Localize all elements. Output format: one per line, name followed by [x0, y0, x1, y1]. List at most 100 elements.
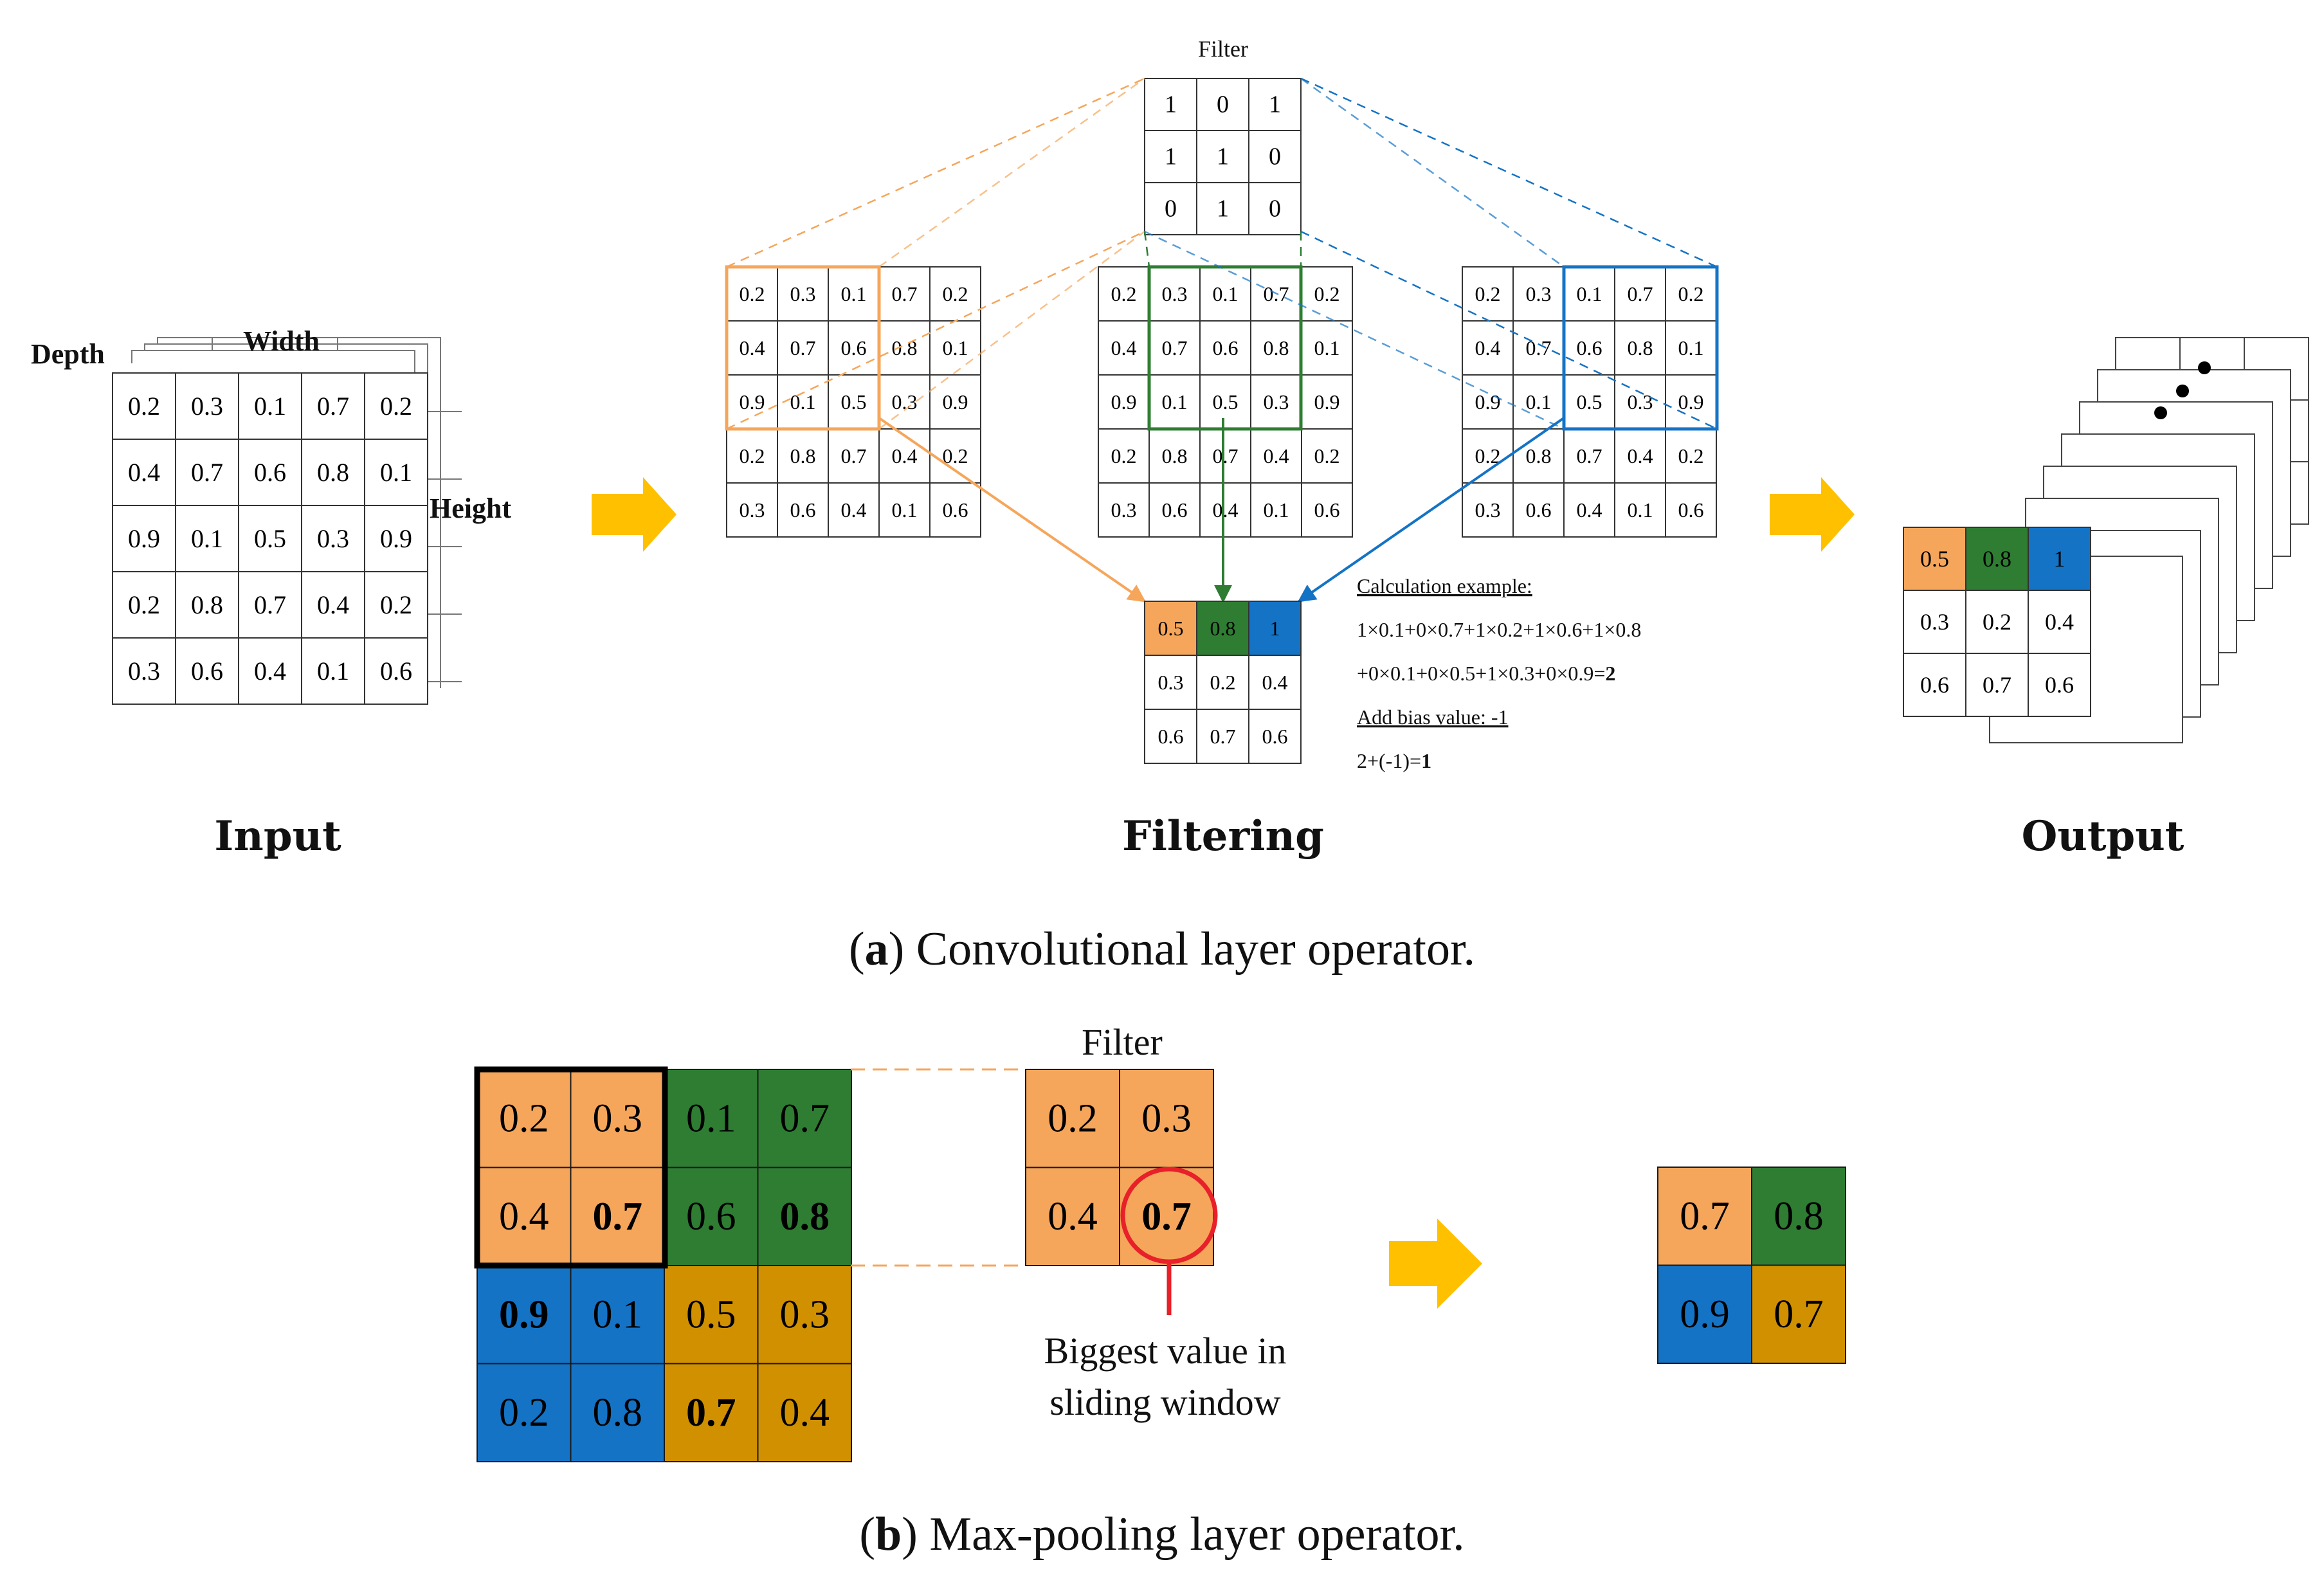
right-arrow-icon	[1389, 1219, 1482, 1309]
matrix-value: 0.7	[1577, 444, 1602, 468]
matrix-cell	[878, 482, 931, 538]
matrix-value: 0.9	[1314, 390, 1340, 413]
matrix-cell	[1025, 1167, 1120, 1266]
matrix-cell	[777, 320, 829, 376]
matrix-cell	[364, 372, 428, 440]
matrix-value: 0.7	[790, 336, 816, 359]
matrix-value: 0.8	[1628, 336, 1653, 359]
matrix-value: 0.6	[1314, 498, 1340, 522]
matrix-cell	[1965, 527, 2029, 591]
matrix-value: 0.9	[128, 524, 160, 553]
matrix-value: 0.1	[1628, 498, 1653, 522]
matrix-value: 0.2	[128, 392, 160, 421]
matrix-value: 0.2	[1210, 671, 1236, 694]
matrix-cell	[1248, 182, 1302, 235]
matrix-value: 0.2	[1111, 282, 1137, 305]
matrix-value: 0.1	[593, 1293, 643, 1336]
matrix-cell	[175, 637, 239, 705]
blue-arrow	[1297, 417, 1565, 603]
matrix-cell	[301, 637, 365, 705]
matrix-value: 0	[1165, 195, 1177, 222]
matrix-cell	[1512, 320, 1565, 376]
matrix-value: 0.8	[892, 336, 918, 359]
matrix-value: 0.1	[1577, 282, 1602, 305]
maxpool-projection-lines	[851, 1068, 1026, 1267]
matrix-value: 0.8	[593, 1391, 643, 1435]
matrix-value: 0.9	[740, 390, 765, 413]
matrix-value: 0.8	[1210, 617, 1236, 640]
matrix-value: 0.1	[191, 524, 223, 553]
calculation-line-2: +0×0.1+0×0.5+1×0.3+0×0.9=2	[1357, 662, 1615, 685]
matrix-value: 0.8	[790, 444, 816, 468]
matrix-value: 0.8	[1264, 336, 1289, 359]
matrix-cell	[1148, 428, 1201, 484]
matrix-value: 0.1	[317, 657, 349, 686]
matrix-value: 0.3	[1162, 282, 1188, 305]
matrix-value: 0.6	[1526, 498, 1552, 522]
input-label: Input	[214, 812, 341, 860]
matrix-value: 0.5	[1158, 617, 1184, 640]
matrix-cell	[1903, 527, 1966, 591]
matrix-cell	[929, 374, 981, 430]
matrix-cell	[757, 1167, 852, 1266]
matrix-cell	[112, 505, 176, 572]
matrix-value: 0.4	[892, 444, 918, 468]
matrix-value: 0.4	[1111, 336, 1137, 359]
matrix-cell	[175, 505, 239, 572]
matrix-cell	[364, 637, 428, 705]
matrix-value: 0.8	[1526, 444, 1552, 468]
matrix-cell	[1250, 374, 1302, 430]
matrix-cell	[477, 1265, 572, 1365]
matrix-cell	[1148, 482, 1201, 538]
matrix-cell	[777, 374, 829, 430]
filter-title: Filter	[1198, 36, 1248, 62]
matrix-value: 0.3	[1158, 671, 1184, 694]
matrix-cell	[929, 482, 981, 538]
matrix-value: 0.7	[892, 282, 918, 305]
matrix-cell	[1512, 482, 1565, 538]
matrix-cell	[1025, 1069, 1120, 1168]
matrix-cell	[1199, 266, 1251, 322]
matrix-value: 0	[1217, 91, 1229, 118]
matrix-cell	[570, 1265, 665, 1365]
matrix-value: 0.7	[1774, 1293, 1824, 1336]
matrix-value: 0.6	[191, 657, 223, 686]
matrix-value: 0.1	[892, 498, 918, 522]
filtering-label: Filtering	[1122, 812, 1324, 860]
matrix-value: 0.5	[841, 390, 867, 413]
matrix-value: 0.2	[943, 282, 968, 305]
matrix-cell	[1665, 374, 1717, 430]
matrix-cell	[1196, 709, 1249, 764]
matrix-value: 1	[1217, 195, 1229, 222]
matrix-value: 0.1	[1264, 498, 1289, 522]
orange-window-highlight	[725, 265, 881, 431]
right-arrow-icon	[592, 477, 676, 552]
matrix-value: 0.1	[380, 458, 412, 487]
matrix-cell	[570, 1363, 665, 1462]
matrix-cell	[1119, 1069, 1214, 1168]
matrix-value: 0.7	[1983, 672, 2011, 698]
matrix-value: 0.2	[128, 590, 160, 619]
matrix-value: 0.4	[1048, 1195, 1098, 1239]
matrix-cell	[777, 266, 829, 322]
matrix-value: 0.3	[593, 1096, 643, 1140]
orange-arrow	[878, 417, 1147, 603]
matrix-cell	[1563, 482, 1615, 538]
matrix-cell	[1248, 655, 1302, 710]
matrix-cell	[1665, 482, 1717, 538]
matrix-value: 0.6	[380, 657, 412, 686]
matrix-cell	[1301, 320, 1353, 376]
matrix-value: 0.7	[191, 458, 223, 487]
matrix-cell	[1144, 601, 1197, 656]
matrix-value: 0.6	[1262, 725, 1288, 748]
matrix-value: 0.9	[1475, 390, 1501, 413]
matrix-value: 0.7	[1210, 725, 1236, 748]
matrix-cell	[570, 1167, 665, 1266]
matrix-value: 0.2	[380, 392, 412, 421]
matrix-value: 0.3	[790, 282, 816, 305]
matrix-cell	[726, 482, 778, 538]
